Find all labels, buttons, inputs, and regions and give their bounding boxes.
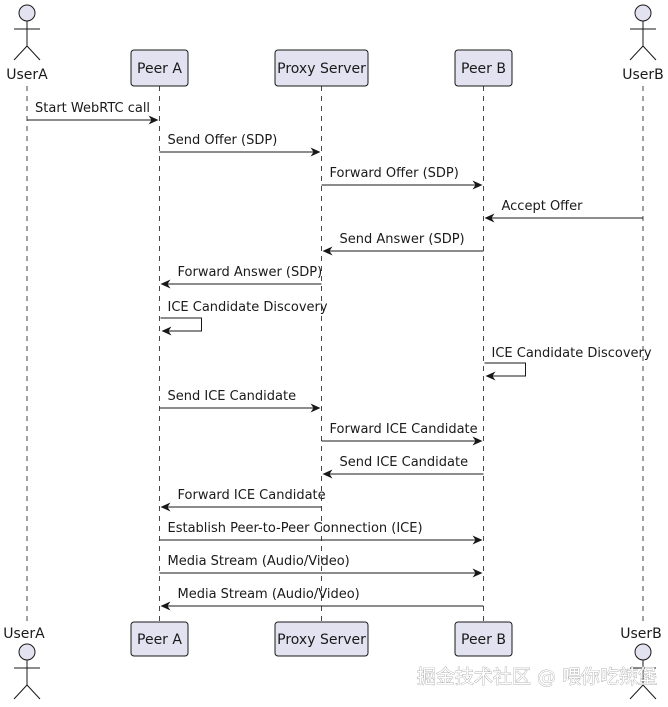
message-label: Forward ICE Candidate (330, 422, 478, 437)
arrowhead (161, 326, 172, 336)
arrowhead (160, 601, 171, 611)
participant-label: Peer A (137, 61, 182, 77)
arrowhead (160, 279, 171, 289)
message-label: Send Answer (SDP) (340, 232, 465, 247)
participant-peer-b-top: Peer B (454, 49, 513, 87)
actor-user-a-bottom: UserA (3, 626, 45, 700)
message-label: Forward Offer (SDP) (330, 166, 459, 181)
watermark: 掘金技术社区 @ 喂你吃辣堡 (417, 666, 657, 688)
message-2: Send Offer (SDP) (159, 133, 321, 157)
message-label: ICE Candidate Discovery (168, 300, 328, 315)
arrowhead (310, 403, 321, 413)
actor-leg-right-icon (642, 45, 657, 61)
message-12: Forward ICE Candidate (160, 488, 326, 512)
actor-head-icon (634, 643, 652, 661)
participant-proxy-server-top: Proxy Server (274, 49, 369, 87)
participant-box (274, 49, 369, 87)
participant-label: Proxy Server (277, 61, 366, 77)
message-1: Start WebRTC call (27, 101, 159, 125)
arrowhead (472, 436, 483, 446)
arrowhead (148, 115, 159, 125)
message-label: Start WebRTC call (35, 101, 150, 116)
arrowhead (472, 535, 483, 545)
message-label: Forward ICE Candidate (178, 488, 326, 503)
participant-peer-a-top: Peer A (130, 49, 189, 87)
actor-label: UserA (6, 67, 48, 83)
message-15: Media Stream (Audio/Video) (160, 587, 484, 611)
participant-box (454, 621, 513, 657)
arrowhead (322, 469, 333, 479)
message-3: Forward Offer (SDP) (321, 166, 483, 190)
participant-label: Peer B (461, 632, 506, 648)
actor-leg-right-icon (642, 684, 657, 700)
participant-box (130, 49, 189, 87)
actor-leg-left-icon (13, 684, 28, 700)
participant-box (130, 621, 189, 657)
actor-head-icon (18, 643, 36, 661)
message-label: ICE Candidate Discovery (492, 346, 652, 361)
message-label: Send ICE Candidate (340, 455, 469, 470)
message-label: Send Offer (SDP) (168, 133, 278, 148)
actor-label: UserB (622, 67, 664, 83)
participant-peer-b-bottom: Peer B (454, 621, 513, 657)
message-5: Send Answer (SDP) (322, 232, 484, 256)
actor-user-a-top: UserA (6, 4, 48, 83)
arrowhead (310, 147, 321, 157)
participant-label: Peer A (137, 632, 182, 648)
message-line (160, 317, 202, 332)
message-6: Forward Answer (SDP) (160, 265, 323, 289)
actor-user-b-top: UserB (622, 4, 664, 83)
actor-user-b-bottom: UserB (620, 626, 662, 700)
message-label: Media Stream (Audio/Video) (168, 554, 350, 569)
arrowhead (322, 246, 333, 256)
message-11: Send ICE Candidate (322, 455, 484, 479)
actor-leg-right-icon (26, 45, 41, 61)
message-4: Accept Offer (484, 199, 643, 223)
actor-leg-left-icon (629, 684, 644, 700)
participant-box (454, 49, 513, 87)
actor-label: UserA (3, 626, 45, 642)
participant-label: Proxy Server (277, 632, 366, 648)
message-10: Forward ICE Candidate (321, 422, 483, 446)
participant-label: Peer B (461, 61, 506, 77)
participants-bottom: UserA Peer A Proxy Server Peer B UserB (3, 621, 662, 700)
arrowhead (485, 371, 496, 381)
message-13: Establish Peer-to-Peer Connection (ICE) (159, 521, 483, 545)
actor-head-icon (18, 4, 36, 22)
arrowhead (472, 180, 483, 190)
participant-peer-a-bottom: Peer A (130, 621, 189, 657)
actor-label: UserB (620, 626, 662, 642)
message-14: Media Stream (Audio/Video) (159, 554, 483, 578)
participant-box (274, 621, 369, 657)
actor-leg-left-icon (629, 45, 644, 61)
actor-leg-right-icon (26, 684, 41, 700)
actor-head-icon (634, 4, 652, 22)
participants-top: UserA Peer A Proxy Server Peer B UserB (6, 4, 664, 87)
arrowhead (472, 568, 483, 578)
message-8: ICE Candidate Discovery (484, 346, 652, 381)
arrowhead (484, 213, 495, 223)
message-7: ICE Candidate Discovery (160, 300, 328, 336)
message-line (484, 362, 526, 377)
message-label: Media Stream (Audio/Video) (178, 587, 360, 602)
participant-proxy-server-bottom: Proxy Server (274, 621, 369, 657)
arrowhead (160, 502, 171, 512)
message-label: Send ICE Candidate (168, 389, 297, 404)
message-9: Send ICE Candidate (159, 389, 321, 413)
message-label: Accept Offer (502, 199, 584, 214)
message-label: Establish Peer-to-Peer Connection (ICE) (168, 521, 423, 536)
actor-leg-left-icon (13, 45, 28, 61)
message-label: Forward Answer (SDP) (178, 265, 323, 280)
